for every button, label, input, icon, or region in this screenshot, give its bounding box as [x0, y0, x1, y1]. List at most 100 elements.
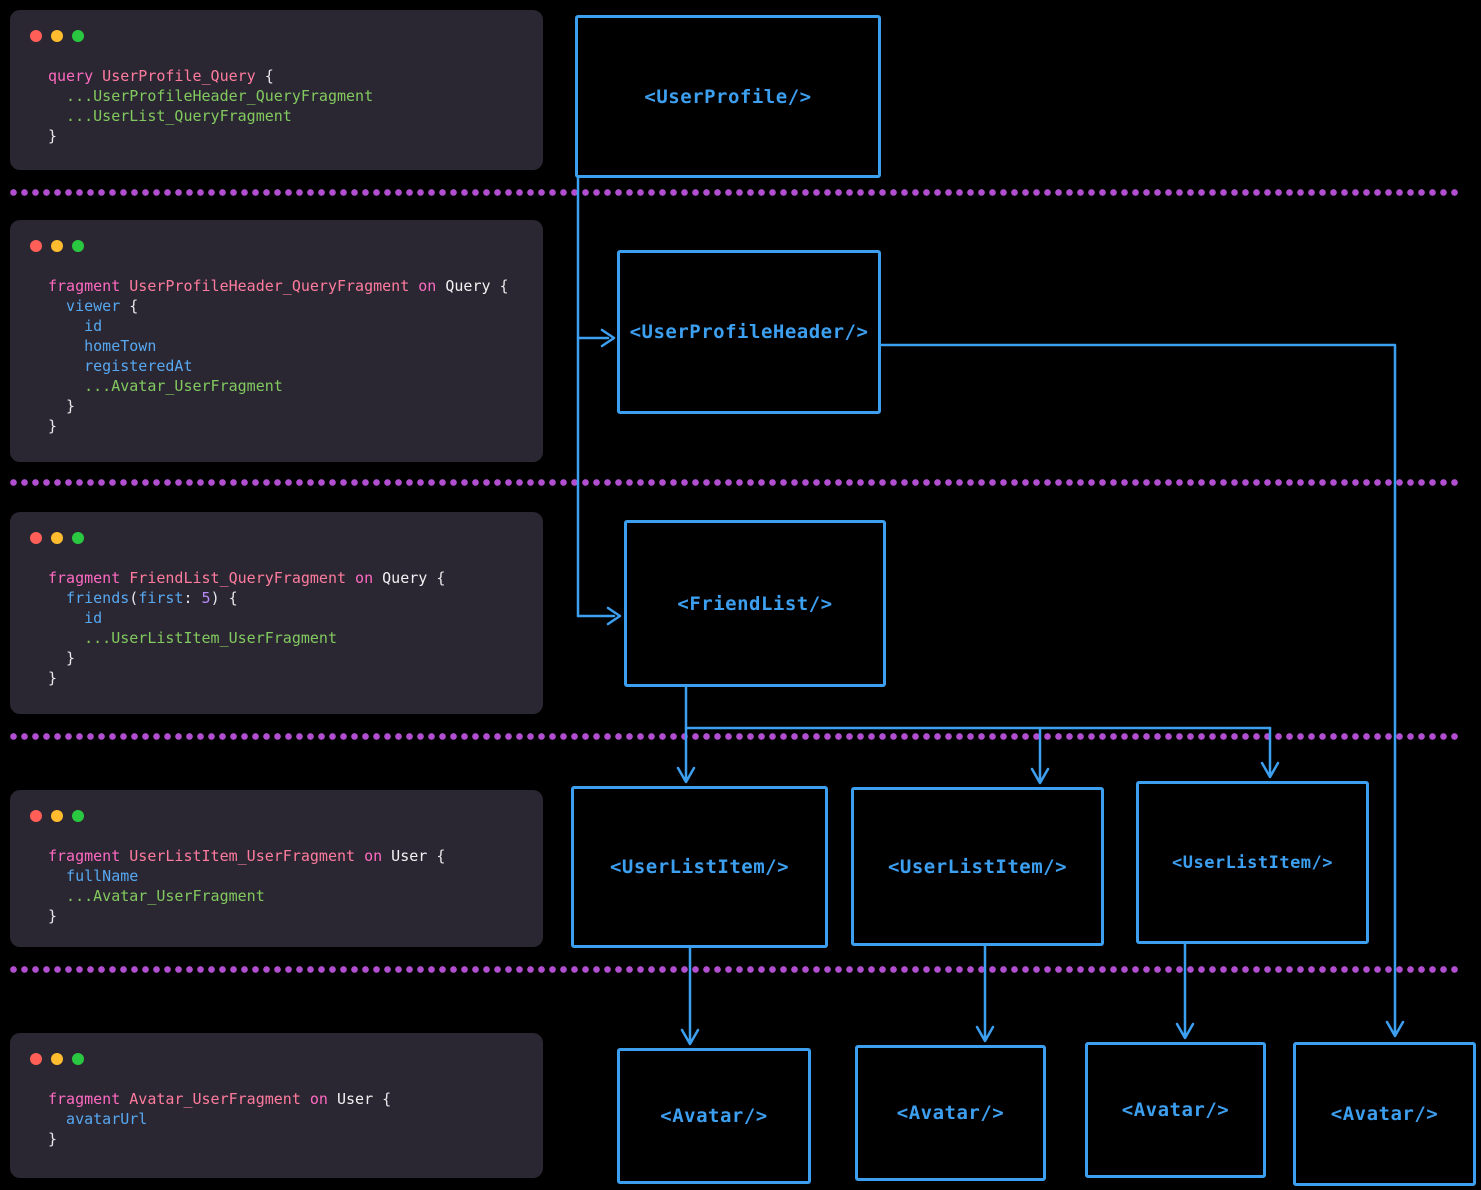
code-line: homeTown — [48, 336, 531, 356]
code-token-type: Query — [373, 569, 428, 587]
component-box-friend-list: <FriendList/> — [624, 520, 886, 687]
code-window-avatar-fragment: fragment Avatar_UserFragment on User { a… — [10, 1033, 543, 1178]
minimize-window-icon — [51, 810, 63, 822]
code-token-field: friends — [48, 589, 130, 607]
arrow-userlistitem-2-to-avatar-2 — [975, 938, 995, 1043]
component-box-user-profile: <UserProfile/> — [575, 15, 881, 178]
code-line: fragment UserProfileHeader_QueryFragment… — [48, 276, 531, 296]
code-line: ...UserListItem_UserFragment — [48, 628, 531, 648]
code-window-friend-list-fragment: fragment FriendList_QueryFragment on Que… — [10, 512, 543, 714]
component-label-friend-list: <FriendList/> — [677, 592, 833, 615]
code-token-spread: ...Avatar_UserFragment — [48, 887, 265, 905]
code-token-field: id — [48, 317, 103, 335]
code-block-query: query UserProfile_Query { ...UserProfile… — [48, 66, 531, 146]
minimize-window-icon — [51, 30, 63, 42]
code-line: fragment UserListItem_UserFragment on Us… — [48, 846, 531, 866]
code-token-plain: } — [48, 417, 58, 435]
code-line: } — [48, 126, 531, 146]
code-line: } — [48, 416, 531, 436]
component-label-avatar-4: <Avatar/> — [1330, 1103, 1439, 1125]
code-line: } — [48, 906, 531, 926]
arrow-to-friendlist — [576, 606, 622, 626]
code-token-name: UserListItem_UserFragment — [120, 847, 356, 865]
code-token-plain: : — [183, 589, 202, 607]
component-box-user-list-item-3: <UserListItem/> — [1136, 781, 1369, 944]
code-token-name: UserProfile_Query — [93, 67, 256, 85]
dotted-separator-1 — [8, 189, 1460, 196]
code-block-user-list-item: fragment UserListItem_UserFragment on Us… — [48, 846, 531, 926]
code-token-type: User — [382, 847, 428, 865]
code-token-field: fullName — [48, 867, 139, 885]
code-token-keyword: on — [300, 1090, 328, 1108]
code-token-name: Avatar_UserFragment — [120, 1090, 301, 1108]
window-controls — [30, 240, 84, 252]
code-token-plain: { — [427, 847, 446, 865]
code-token-field: id — [48, 609, 103, 627]
component-box-avatar-3: <Avatar/> — [1085, 1042, 1266, 1178]
code-line: } — [48, 668, 531, 688]
code-token-keyword: on — [346, 569, 374, 587]
code-line: } — [48, 396, 531, 416]
component-box-user-list-item-1: <UserListItem/> — [571, 786, 828, 948]
component-label-user-list-item-1: <UserListItem/> — [609, 856, 790, 878]
minimize-window-icon — [51, 1053, 63, 1065]
arrow-userlistitem-1-to-avatar-1 — [680, 940, 700, 1046]
code-token-keyword: fragment — [48, 1090, 121, 1108]
close-window-icon — [30, 810, 42, 822]
dotted-separator-4 — [8, 966, 1460, 973]
component-label-user-profile-header: <UserProfileHeader/> — [629, 321, 869, 343]
code-line: fullName — [48, 866, 531, 886]
code-line: fragment Avatar_UserFragment on User { — [48, 1089, 531, 1109]
code-line: fragment FriendList_QueryFragment on Que… — [48, 568, 531, 588]
close-window-icon — [30, 30, 42, 42]
component-label-avatar-1: <Avatar/> — [660, 1105, 768, 1127]
component-label-user-list-item-2: <UserListItem/> — [887, 855, 1068, 878]
code-token-field: registeredAt — [48, 357, 193, 375]
code-token-plain: { — [373, 1090, 392, 1108]
component-box-user-list-item-2: <UserListItem/> — [851, 787, 1104, 946]
code-token-plain: { — [255, 67, 274, 85]
code-line: query UserProfile_Query { — [48, 66, 531, 86]
code-line: ...UserList_QueryFragment — [48, 106, 531, 126]
component-box-avatar-2: <Avatar/> — [855, 1045, 1046, 1181]
code-token-type: User — [327, 1090, 374, 1108]
arrow-to-userprofileheader — [576, 328, 616, 348]
minimize-window-icon — [51, 532, 63, 544]
window-controls — [30, 30, 84, 42]
code-line: id — [48, 608, 531, 628]
component-label-user-profile: <UserProfile/> — [644, 85, 812, 108]
code-token-name: FriendList_QueryFragment — [120, 569, 347, 587]
code-line: } — [48, 1129, 531, 1149]
code-token-field: avatarUrl — [48, 1110, 148, 1128]
minimize-window-icon — [51, 240, 63, 252]
zoom-window-icon — [72, 810, 84, 822]
code-block-user-profile-header: fragment UserProfileHeader_QueryFragment… — [48, 276, 531, 436]
component-label-avatar-3: <Avatar/> — [1121, 1099, 1230, 1121]
code-token-spread: ...UserProfileHeader_QueryFragment — [48, 87, 374, 105]
component-label-avatar-2: <Avatar/> — [896, 1102, 1005, 1124]
code-token-keyword: fragment — [48, 569, 121, 587]
component-box-avatar-1: <Avatar/> — [617, 1048, 811, 1184]
code-token-spread: ...Avatar_UserFragment — [48, 377, 283, 395]
zoom-window-icon — [72, 240, 84, 252]
code-token-plain: ) { — [210, 589, 238, 607]
zoom-window-icon — [72, 30, 84, 42]
code-token-type: Query — [436, 277, 491, 295]
code-token-keyword: fragment — [48, 847, 121, 865]
code-window-user-list-item-fragment: fragment UserListItem_UserFragment on Us… — [10, 790, 543, 947]
component-box-avatar-4: <Avatar/> — [1293, 1042, 1476, 1186]
code-token-name: UserProfileHeader_QueryFragment — [120, 277, 410, 295]
window-controls — [30, 532, 84, 544]
zoom-window-icon — [72, 1053, 84, 1065]
code-token-spread: ...UserList_QueryFragment — [48, 107, 292, 125]
code-token-plain: } — [48, 397, 76, 415]
code-token-plain: } — [48, 127, 58, 145]
close-window-icon — [30, 532, 42, 544]
code-line: registeredAt — [48, 356, 531, 376]
code-token-plain: } — [48, 1130, 58, 1148]
close-window-icon — [30, 1053, 42, 1065]
code-window-query: query UserProfile_Query { ...UserProfile… — [10, 10, 543, 170]
code-line: avatarUrl — [48, 1109, 531, 1129]
code-token-plain: } — [48, 669, 58, 687]
code-token-number: 5 — [201, 589, 211, 607]
